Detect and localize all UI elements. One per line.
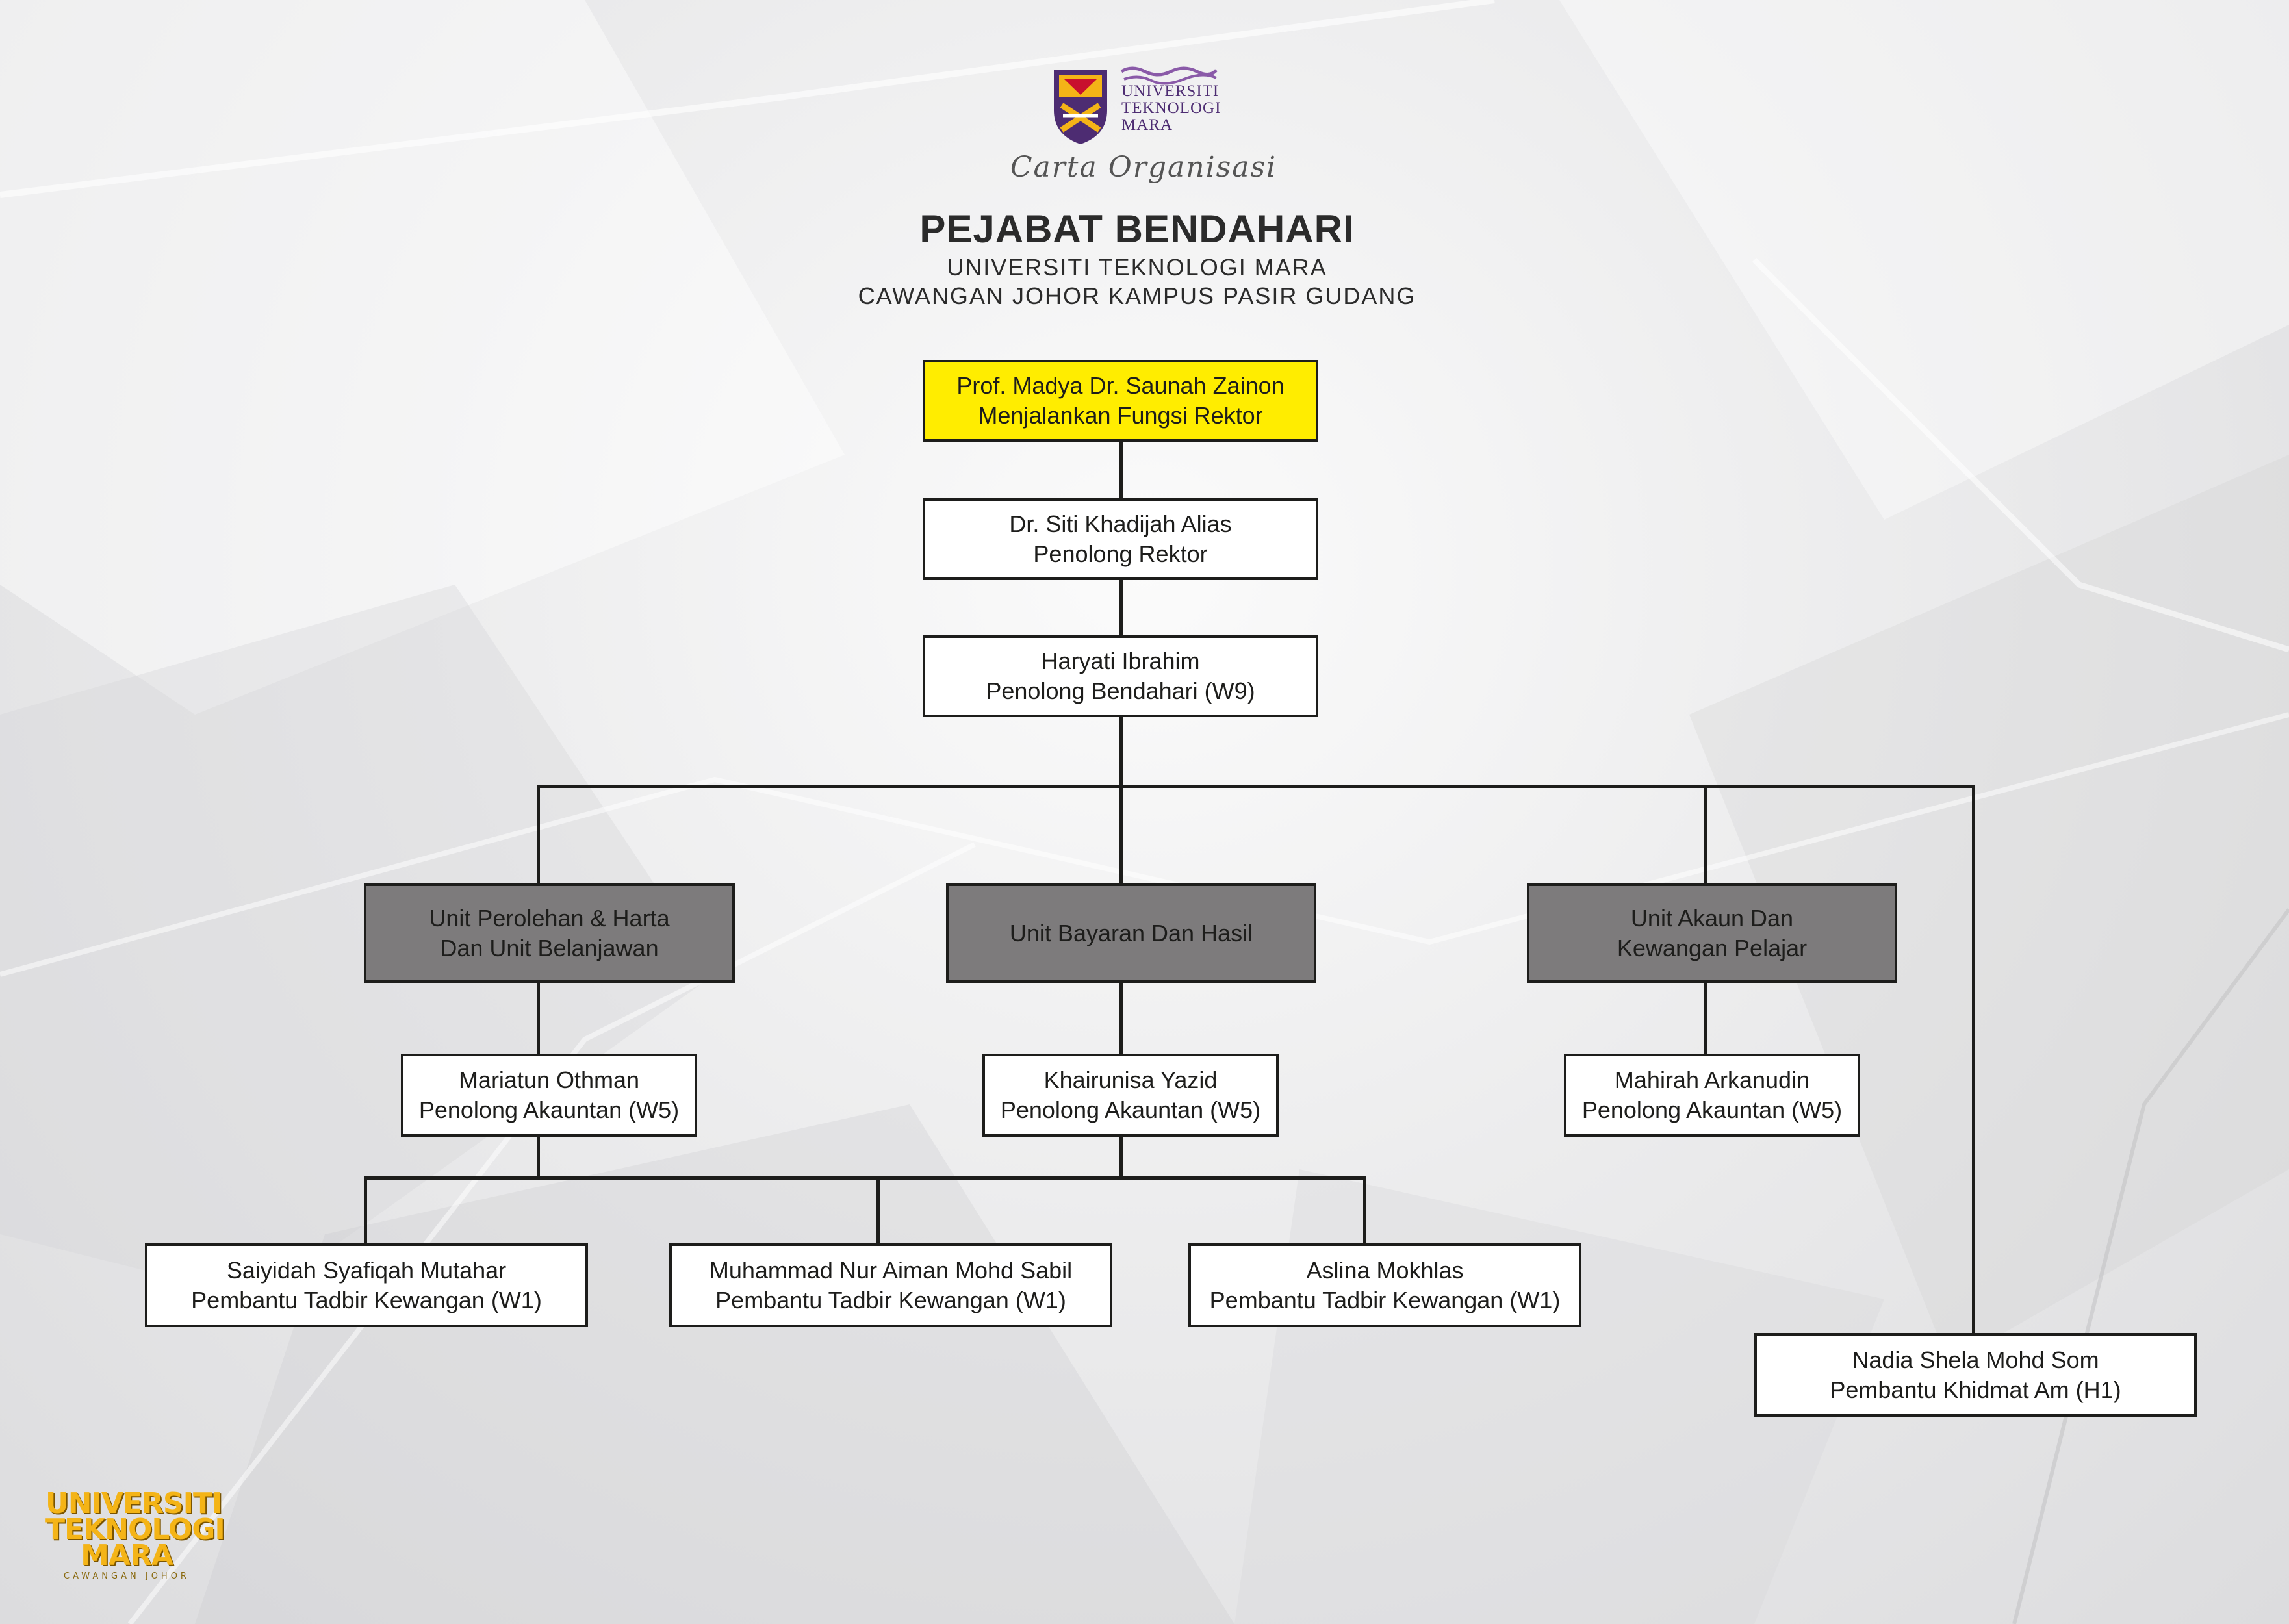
node-penolong-rektor: Dr. Siti Khadijah Alias Penolong Rektor [923, 498, 1318, 580]
connector-pembantu-2 [876, 1176, 880, 1245]
logo-line-2: TEKNOLOGI [1121, 99, 1221, 117]
pembantu-2-name: Muhammad Nur Aiman Mohd Sabil [709, 1256, 1073, 1284]
node-khidmat-am-nadia: Nadia Shela Mohd Som Pembantu Khidmat Am… [1754, 1333, 2197, 1417]
node-pembantu-muhammad: Muhammad Nur Aiman Mohd Sabil Pembantu T… [669, 1243, 1112, 1327]
akauntan-1-role: Penolong Akauntan (W5) [418, 1097, 680, 1123]
logo-wordmark: UNIVERSITI TEKNOLOGI MARA [1121, 83, 1221, 134]
connector-main-bus [537, 785, 1975, 788]
node-penolong-bendahari-role: Penolong Bendahari (W9) [986, 678, 1255, 704]
chart-script-label: Carta Organisasi [1010, 151, 1277, 184]
unit-2-line-1: Unit Bayaran Dan Hasil [1009, 919, 1253, 946]
connector-pembantu-bus [364, 1176, 1366, 1180]
khidmat-am-role: Pembantu Khidmat Am (H1) [1830, 1376, 2121, 1403]
akauntan-1-name: Mariatun Othman [458, 1067, 640, 1093]
logo-line-1: UNIVERSITI [1121, 82, 1220, 100]
node-akauntan-khairunisa: Khairunisa Yazid Penolong Akauntan (W5) [982, 1054, 1279, 1137]
footer-logo-sub: CAWANGAN JOHOR [64, 1571, 190, 1581]
akauntan-3-role: Penolong Akauntan (W5) [1581, 1097, 1843, 1123]
node-rektor-name: Prof. Madya Dr. Saunah Zainon [956, 372, 1285, 399]
pembantu-1-role: Pembantu Tadbir Kewangan (W1) [191, 1286, 542, 1313]
pembantu-1-name: Saiyidah Syafiqah Mutahar [226, 1256, 507, 1284]
connector-unit-3-akauntan [1704, 982, 1707, 1056]
connector-penolong-bendahari [1119, 577, 1123, 636]
node-penolong-bendahari: Haryati Ibrahim Penolong Bendahari (W9) [923, 635, 1318, 717]
node-unit-akaun: Unit Akaun Dan Kewangan Pelajar [1527, 883, 1897, 983]
node-unit-perolehan: Unit Perolehan & Harta Dan Unit Belanjaw… [364, 883, 735, 983]
akauntan-3-name: Mahirah Arkanudin [1614, 1067, 1810, 1093]
connector-pembantu-3 [1363, 1176, 1366, 1245]
connector-bus-unit-3 [1704, 785, 1707, 885]
page-title: PEJABAT BENDAHARI [919, 207, 1355, 251]
footer-logo-line-3: MARA [81, 1539, 173, 1572]
connector-bendahari-bus [1119, 715, 1123, 786]
footer-logo-line-2: TEKNOLOGI [45, 1513, 225, 1546]
node-akauntan-mahirah: Mahirah Arkanudin Penolong Akauntan (W5) [1564, 1054, 1860, 1137]
akauntan-2-role: Penolong Akauntan (W5) [1000, 1097, 1261, 1123]
node-unit-bayaran: Unit Bayaran Dan Hasil [946, 883, 1316, 983]
logo-line-3: MARA [1121, 116, 1173, 134]
uitm-crest-logo [1054, 66, 1218, 144]
connector-akauntan-1-down [537, 1136, 540, 1178]
unit-3-line-1: Unit Akaun Dan [1630, 904, 1794, 932]
unit-3-line-2: Kewangan Pelajar [1617, 934, 1808, 961]
akauntan-2-name: Khairunisa Yazid [1043, 1067, 1218, 1093]
connector-unit-2-akauntan [1119, 982, 1123, 1056]
node-rektor: Prof. Madya Dr. Saunah Zainon Menjalanka… [923, 360, 1318, 442]
unit-1-line-2: Dan Unit Belanjawan [440, 934, 659, 961]
connector-bus-khidmat [1972, 785, 1975, 1335]
footer-logo-line-1: UNIVERSITI [45, 1487, 222, 1520]
footer-uitm-logo: UNIVERSITI TEKNOLOGI MARA CAWANGAN JOHOR [45, 1487, 225, 1582]
connector-akauntan-2-down [1119, 1136, 1123, 1178]
node-rektor-role: Menjalankan Fungsi Rektor [978, 402, 1263, 429]
pembantu-3-role: Pembantu Tadbir Kewangan (W1) [1209, 1286, 1561, 1313]
connector-rektor-penolong [1119, 440, 1123, 500]
node-pembantu-saiyidah: Saiyidah Syafiqah Mutahar Pembantu Tadbi… [145, 1243, 588, 1327]
node-penolong-rektor-name: Dr. Siti Khadijah Alias [1009, 511, 1232, 537]
pembantu-3-name: Aslina Mokhlas [1306, 1256, 1464, 1284]
khidmat-am-name: Nadia Shela Mohd Som [1852, 1346, 2099, 1373]
node-penolong-bendahari-name: Haryati Ibrahim [1041, 648, 1200, 674]
connector-bus-unit-2 [1119, 785, 1123, 885]
connector-bus-unit-1 [537, 785, 540, 885]
connector-unit-1-akauntan [537, 982, 540, 1056]
subtitle-university: UNIVERSITI TEKNOLOGI MARA [947, 254, 1327, 281]
node-pembantu-aslina: Aslina Mokhlas Pembantu Tadbir Kewangan … [1188, 1243, 1581, 1327]
connector-pembantu-1 [364, 1176, 367, 1245]
node-akauntan-mariatun: Mariatun Othman Penolong Akauntan (W5) [401, 1054, 697, 1137]
pembantu-2-role: Pembantu Tadbir Kewangan (W1) [715, 1286, 1066, 1313]
node-penolong-rektor-role: Penolong Rektor [1033, 540, 1208, 567]
subtitle-campus: CAWANGAN JOHOR KAMPUS PASIR GUDANG [858, 283, 1416, 309]
unit-1-line-1: Unit Perolehan & Harta [429, 904, 670, 932]
